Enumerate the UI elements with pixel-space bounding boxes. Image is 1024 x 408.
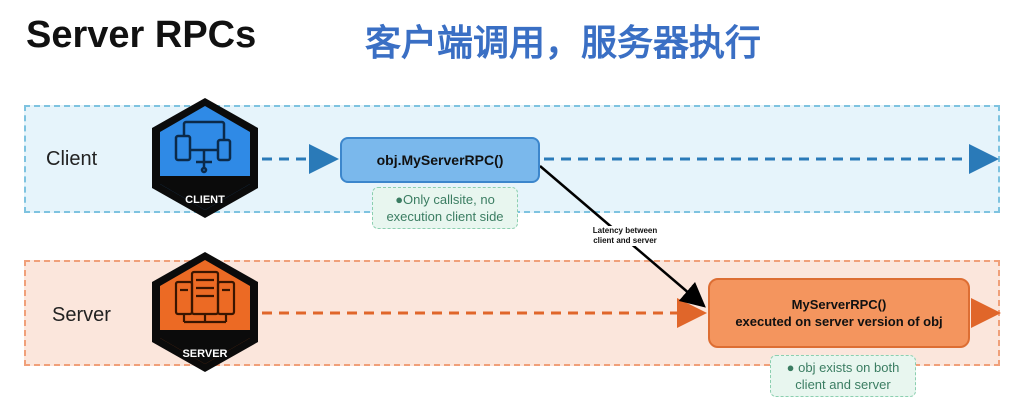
server-badge: SERVER bbox=[152, 252, 258, 372]
page-subtitle: 客户端调用，服务器执行 bbox=[365, 23, 762, 64]
server-badge-label: SERVER bbox=[182, 348, 227, 360]
latency-line2: client and server bbox=[593, 236, 657, 245]
lightbulb-icon: ● bbox=[395, 192, 404, 207]
rpc-call-node: obj.MyServerRPC() bbox=[340, 137, 540, 183]
rpc-call-label: obj.MyServerRPC() bbox=[376, 152, 504, 168]
rpc-exec-node: MyServerRPC() executed on server version… bbox=[708, 278, 970, 348]
page-title: Server RPCs bbox=[26, 14, 257, 56]
devices-icon bbox=[174, 120, 232, 174]
server-rack-icon bbox=[174, 270, 236, 324]
client-badge-label: CLIENT bbox=[185, 194, 225, 206]
callsite-note-line1: Only callsite, no bbox=[403, 192, 495, 207]
callsite-note: ●Only callsite, no execution client side bbox=[372, 187, 518, 229]
client-lane-label: Client bbox=[46, 148, 98, 170]
rpc-exec-line2: executed on server version of obj bbox=[735, 314, 943, 329]
exists-note-line2: client and server bbox=[795, 377, 891, 392]
exists-note: ● obj exists on both client and server bbox=[770, 355, 916, 397]
lightbulb-icon: ● bbox=[786, 360, 795, 375]
client-badge: CLIENT bbox=[152, 98, 258, 218]
rpc-exec-line1: MyServerRPC() bbox=[791, 297, 887, 312]
latency-label: Latency between client and server bbox=[585, 226, 665, 246]
latency-line1: Latency between bbox=[592, 226, 658, 235]
server-lane-label: Server bbox=[52, 304, 111, 326]
exists-note-line1: obj exists on both bbox=[798, 360, 900, 375]
callsite-note-line2: execution client side bbox=[386, 209, 504, 224]
